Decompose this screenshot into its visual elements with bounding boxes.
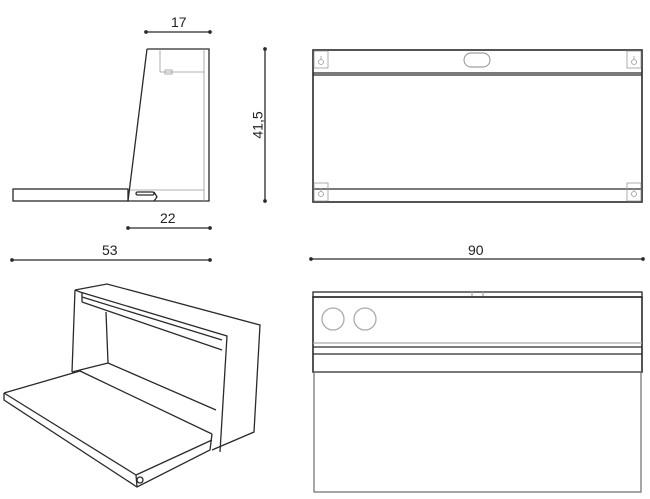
dim-22-line bbox=[126, 226, 212, 230]
back-view bbox=[312, 49, 643, 203]
dim-width-label: 90 bbox=[468, 242, 484, 258]
side-view bbox=[12, 48, 210, 202]
front-view bbox=[312, 291, 643, 493]
dim-height-line bbox=[263, 47, 267, 203]
dim-17-line bbox=[144, 30, 212, 34]
dim-base-depth-label: 22 bbox=[160, 210, 176, 226]
dim-53-line bbox=[10, 258, 212, 262]
dim-open-depth-label: 53 bbox=[102, 242, 118, 258]
isometric-view bbox=[3, 283, 261, 488]
dim-top-depth-label: 17 bbox=[171, 14, 187, 30]
dim-height-label: 41,5 bbox=[249, 111, 266, 139]
dim-90-line bbox=[309, 257, 645, 261]
